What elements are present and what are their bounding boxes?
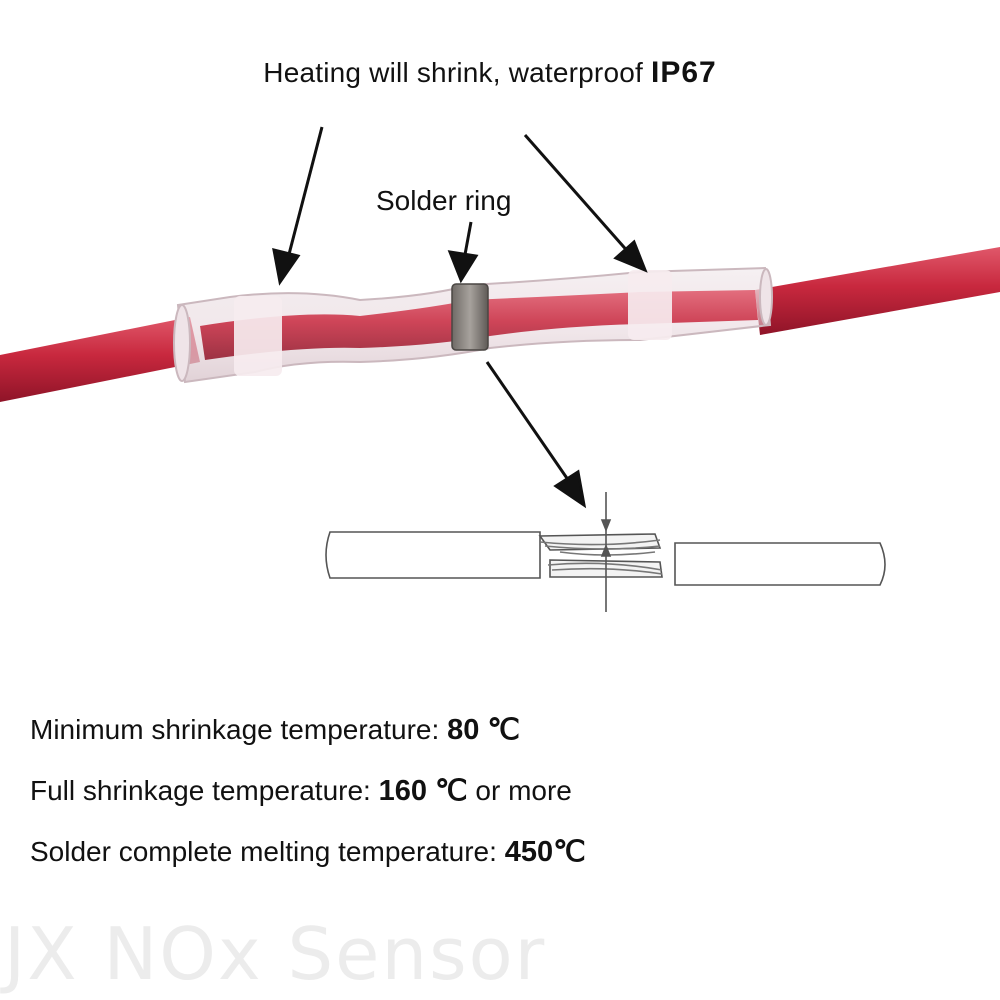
spec-label: Solder complete melting temperature: [30, 836, 497, 867]
pointer-arrows [272, 126, 648, 509]
splice-diagram [325, 492, 886, 612]
wire-right [755, 247, 1000, 335]
heading-caption: Heating will shrink, waterproof IP67 [0, 56, 980, 90]
heading-rating: IP67 [650, 56, 717, 89]
spec-min-shrink: Minimum shrinkage temperature: 80 ℃ [30, 712, 520, 747]
spec-label: Minimum shrinkage temperature: [30, 714, 440, 745]
left-seal-ring [234, 296, 282, 376]
spec-full-shrink: Full shrinkage temperature: 160 ℃ or mor… [30, 773, 572, 808]
solder-ring-label: Solder ring [376, 185, 512, 216]
spec-label: Full shrinkage temperature: [30, 775, 371, 806]
watermark-text: JX NOx Sensor [4, 912, 547, 996]
spec-suffix: or more [475, 775, 572, 806]
spec-value: 160 ℃ [378, 775, 468, 807]
wire-left [0, 317, 200, 402]
spec-value: 450℃ [504, 836, 586, 868]
solder-ring [451, 283, 489, 351]
spec-solder-melt: Solder complete melting temperature: 450… [30, 834, 586, 869]
right-seal-ring [628, 270, 672, 340]
spec-value: 80 ℃ [447, 714, 520, 746]
heading-text: Heating will shrink, waterproof [263, 57, 643, 88]
